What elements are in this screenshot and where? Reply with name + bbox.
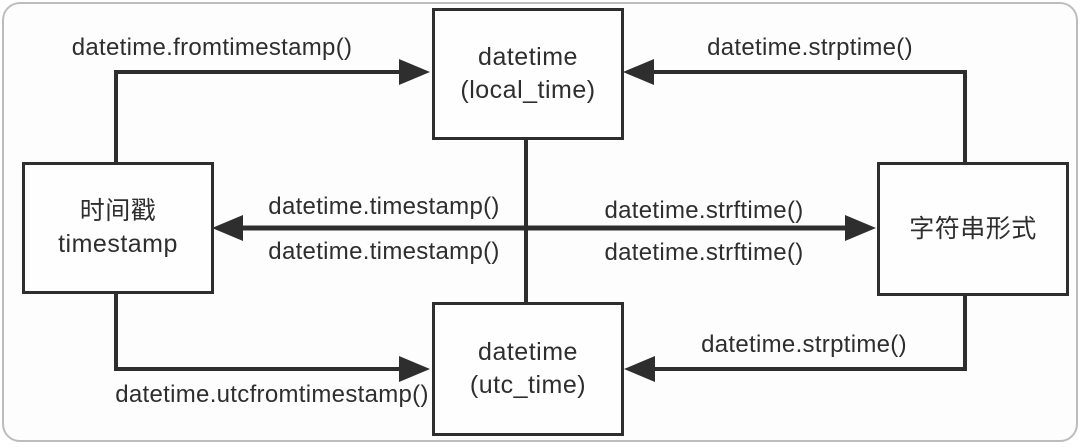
node-subtitle: timestamp (58, 230, 178, 258)
edge-label-timestamp-lower: datetime.timestamp() (268, 238, 500, 265)
edge-fromtimestamp-line (114, 59, 430, 162)
node-string-form: 字符串形式 (877, 162, 1069, 296)
edge-strptime-top-line (623, 59, 967, 162)
node-title: datetime (478, 43, 578, 71)
edge-label-utcfromtimestamp: datetime.utcfromtimestamp() (115, 381, 429, 408)
edge-label-strftime-lower: datetime.strftime() (604, 239, 804, 266)
arrowhead-left-icon (623, 59, 654, 85)
arrowhead-right-icon (399, 356, 430, 382)
arrowhead-right-icon (399, 59, 430, 85)
node-title: datetime (478, 338, 578, 366)
edge-label-strptime-top: datetime.strptime() (707, 34, 913, 61)
arrowhead-left-icon (624, 356, 655, 382)
edge-label-strftime-upper: datetime.strftime() (604, 197, 804, 224)
node-title: 时间戳 (79, 197, 157, 225)
node-subtitle: (local_time) (460, 76, 596, 104)
edge-label-timestamp-upper: datetime.timestamp() (268, 193, 500, 220)
node-datetime-local: datetime (local_time) (432, 8, 624, 140)
arrowhead-right-icon (845, 215, 876, 241)
diagram-canvas: datetime (local_time) 时间戳 timestamp 字符串形… (2, 2, 1078, 442)
node-subtitle: (utc_time) (469, 371, 587, 399)
node-title: 字符串形式 (909, 214, 1037, 243)
node-timestamp: 时间戳 timestamp (22, 162, 214, 294)
edge-label-strptime-bottom: datetime.strptime() (701, 331, 907, 358)
edge-utcfromtimestamp-line (114, 292, 430, 382)
edge-label-fromtimestamp: datetime.fromtimestamp() (71, 34, 353, 61)
arrowhead-left-icon (212, 215, 243, 241)
node-datetime-utc: datetime (utc_time) (432, 302, 624, 436)
